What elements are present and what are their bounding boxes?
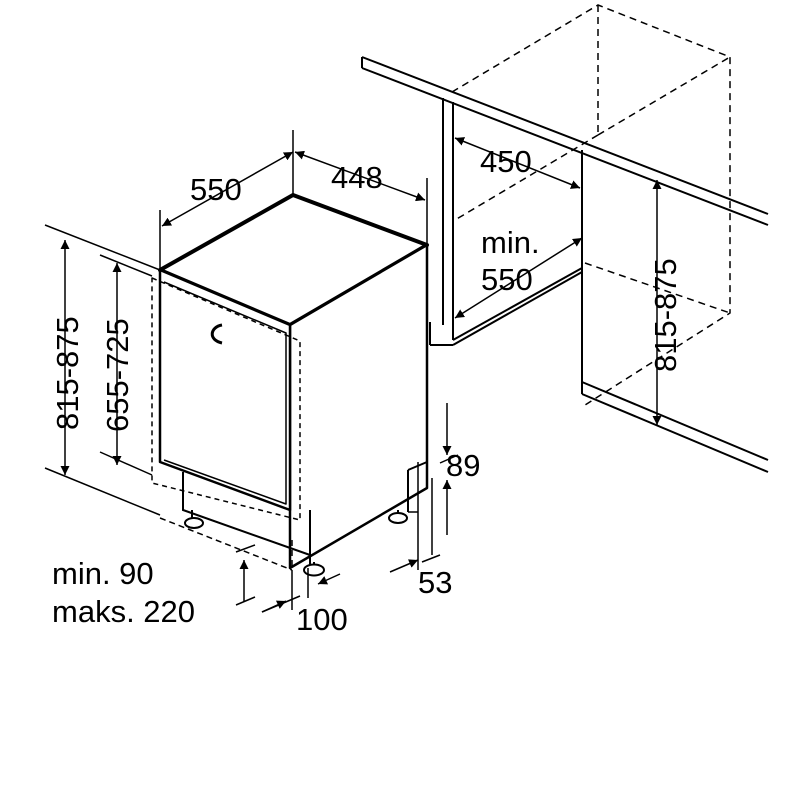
feet (184, 510, 408, 577)
label-appliance-height: 815-875 (50, 316, 85, 430)
door-panel-outline (151, 277, 301, 521)
door-frame (163, 281, 287, 505)
front-face (158, 268, 292, 512)
dimension-lines (44, 130, 662, 613)
label-plinth-gap-min: min. 90 (52, 556, 154, 591)
foot-back-right (388, 510, 408, 524)
door-handle (210, 323, 223, 345)
label-plinth-setback: 53 (418, 565, 452, 600)
dimension-labels: 550 448 450 min. 550 815-875 815-875 655… (50, 144, 683, 637)
dishwasher-body (151, 193, 429, 570)
label-door-height: 655-725 (100, 318, 135, 432)
label-niche-width: 450 (480, 144, 532, 179)
label-plinth-height: 89 (446, 448, 480, 483)
label-width: 448 (331, 160, 383, 195)
label-niche-height: 815-875 (648, 258, 683, 372)
foot-front-left (184, 510, 204, 529)
label-plinth-depth: 100 (296, 602, 348, 637)
plinth (159, 461, 428, 571)
label-niche-depth-value: 550 (481, 262, 533, 297)
label-depth: 550 (190, 172, 242, 207)
foot-front-right (303, 562, 325, 577)
label-niche-depth-prefix: min. (481, 225, 540, 260)
right-cabinet-panel (581, 150, 769, 473)
label-plinth-gap-max: maks. 220 (52, 594, 195, 629)
